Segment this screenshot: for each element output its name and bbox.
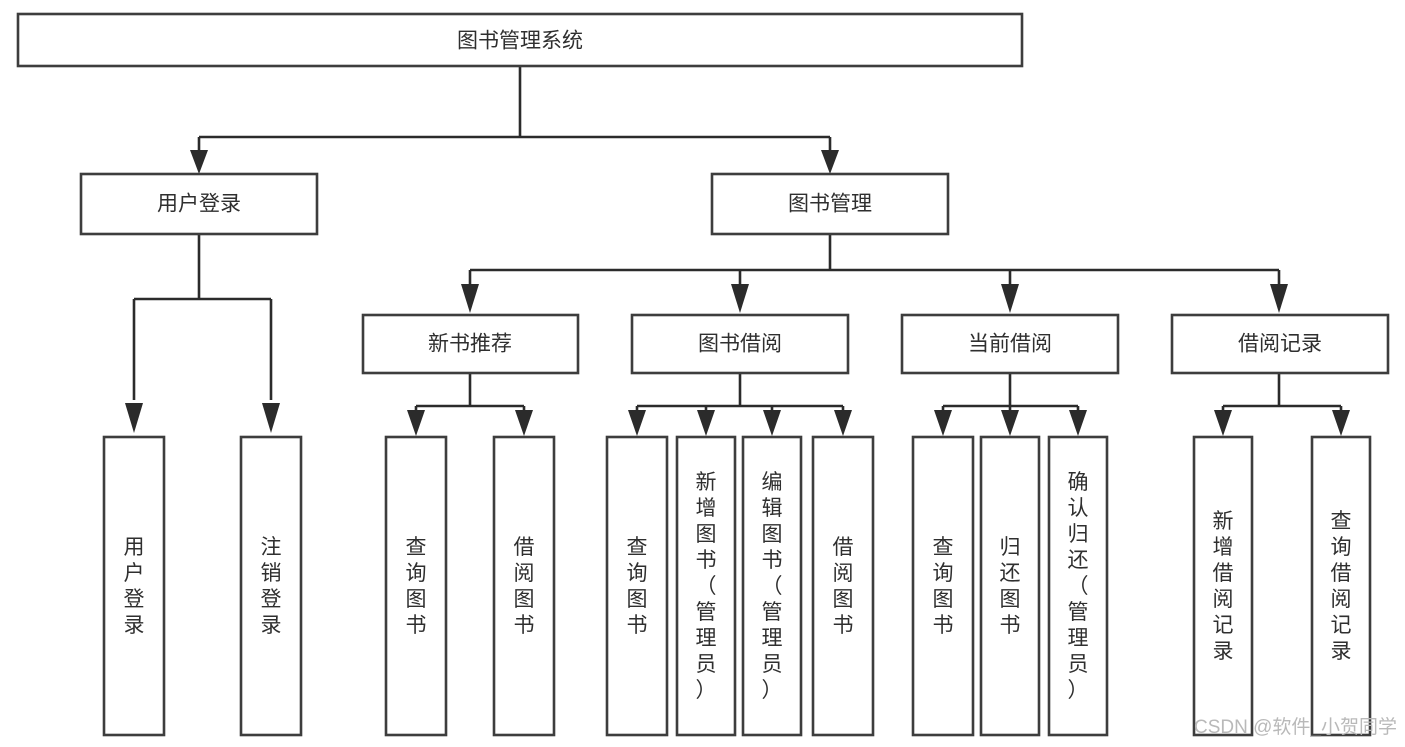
node-root-label: 图书管理系统 — [457, 30, 583, 53]
node-leaf-query-book-3-label: 查询图书 — [933, 536, 954, 637]
node-user-login[interactable]: 用户登录 — [79, 172, 319, 236]
arrow-head-leaf-user-logout — [262, 403, 280, 433]
arrow-head-new-book-recommend — [461, 284, 479, 313]
node-leaf-edit-book[interactable]: 编辑图书（管理员） — [741, 435, 803, 737]
node-leaf-confirm-return[interactable]: 确认归还（管理员） — [1047, 435, 1109, 737]
node-book-borrow[interactable]: 图书借阅 — [630, 313, 850, 375]
node-leaf-borrow-book-1[interactable]: 借阅图书 — [492, 435, 556, 737]
node-leaf-query-record[interactable]: 查询借阅记录 — [1310, 435, 1372, 737]
node-leaf-query-book-2-box[interactable] — [605, 435, 669, 737]
node-leaf-confirm-return-box[interactable] — [1047, 435, 1109, 737]
node-leaf-user-logout-box[interactable] — [239, 435, 303, 737]
arrow-head-leaf-user-login — [125, 403, 143, 433]
node-book-borrow-box[interactable] — [630, 313, 850, 375]
node-leaf-query-book-3-box[interactable] — [911, 435, 975, 737]
node-user-login-box[interactable] — [79, 172, 319, 236]
node-leaf-add-record[interactable]: 新增借阅记录 — [1192, 435, 1254, 737]
arrow-head-leaf-query-record — [1332, 410, 1350, 436]
node-current-borrow[interactable]: 当前借阅 — [900, 313, 1120, 375]
arrow-head-leaf-return-book — [1001, 410, 1019, 436]
node-new-book-recommend-label: 新书推荐 — [428, 333, 512, 356]
arrow-head-leaf-query-book-3 — [934, 410, 952, 436]
arrow-head-current-borrow — [1001, 284, 1019, 313]
node-leaf-return-book[interactable]: 归还图书 — [979, 435, 1041, 737]
node-leaf-query-book-3[interactable]: 查询图书 — [911, 435, 975, 737]
node-leaf-query-book-1-box[interactable] — [384, 435, 448, 737]
node-root-box[interactable] — [16, 12, 1024, 68]
watermark-label: CSDN @软件_小贺同学 — [1194, 716, 1397, 738]
node-leaf-borrow-book-1-label: 借阅图书 — [514, 536, 535, 637]
node-leaf-add-record-box[interactable] — [1192, 435, 1254, 737]
connector-layer — [125, 66, 1350, 436]
node-borrow-record-label: 借阅记录 — [1238, 333, 1322, 356]
arrow-head-leaf-edit-book — [763, 410, 781, 436]
arrow-head-user-login — [190, 150, 208, 174]
node-leaf-query-book-1[interactable]: 查询图书 — [384, 435, 448, 737]
node-root[interactable]: 图书管理系统 — [16, 12, 1024, 68]
node-leaf-add-book-box[interactable] — [675, 435, 737, 737]
node-current-borrow-label: 当前借阅 — [968, 333, 1052, 356]
arrow-head-book-manage — [821, 150, 839, 174]
node-new-book-recommend[interactable]: 新书推荐 — [361, 313, 580, 375]
arrow-head-borrow-record — [1270, 284, 1288, 313]
arrow-head-leaf-borrow-book-2 — [834, 410, 852, 436]
node-leaf-borrow-book-2[interactable]: 借阅图书 — [811, 435, 875, 737]
node-borrow-record[interactable]: 借阅记录 — [1170, 313, 1390, 375]
node-leaf-confirm-return-label: 确认归还（管理员） — [1068, 471, 1089, 702]
node-leaf-user-logout-label: 注销登录 — [261, 536, 282, 637]
arrow-head-leaf-add-record — [1214, 410, 1232, 436]
node-leaf-add-book-label: 新增图书（管理员） — [696, 471, 717, 702]
node-book-manage-box[interactable] — [710, 172, 950, 236]
node-new-book-recommend-box[interactable] — [361, 313, 580, 375]
node-book-manage-label: 图书管理 — [788, 193, 872, 216]
node-leaf-query-record-box[interactable] — [1310, 435, 1372, 737]
node-leaf-query-book-1-label: 查询图书 — [406, 536, 427, 637]
node-book-borrow-label: 图书借阅 — [698, 333, 782, 356]
node-leaf-query-record-label: 查询借阅记录 — [1331, 510, 1352, 663]
node-borrow-record-box[interactable] — [1170, 313, 1390, 375]
arrow-head-leaf-add-book — [697, 410, 715, 436]
arrow-head-leaf-query-book-2 — [628, 410, 646, 436]
node-leaf-borrow-book-2-label: 借阅图书 — [833, 536, 854, 637]
node-leaf-query-book-2-label: 查询图书 — [627, 536, 648, 637]
node-leaf-user-login[interactable]: 用户登录 — [102, 435, 166, 737]
node-layer: 图书管理系统 用户登录 图书管理 新书推荐 图书借阅 — [16, 12, 1390, 737]
node-leaf-user-login-label: 用户登录 — [124, 536, 145, 637]
node-leaf-user-logout[interactable]: 注销登录 — [239, 435, 303, 737]
node-current-borrow-box[interactable] — [900, 313, 1120, 375]
arrow-head-leaf-query-book-1 — [407, 410, 425, 436]
node-user-login-label: 用户登录 — [157, 193, 241, 216]
node-leaf-edit-book-label: 编辑图书（管理员） — [762, 471, 783, 702]
node-leaf-add-book[interactable]: 新增图书（管理员） — [675, 435, 737, 737]
arrow-head-book-borrow — [731, 284, 749, 313]
arrow-head-leaf-borrow-book-1 — [515, 410, 533, 436]
node-leaf-edit-book-box[interactable] — [741, 435, 803, 737]
node-book-manage[interactable]: 图书管理 — [710, 172, 950, 236]
node-leaf-user-login-box[interactable] — [102, 435, 166, 737]
node-leaf-borrow-book-1-box[interactable] — [492, 435, 556, 737]
node-leaf-borrow-book-2-box[interactable] — [811, 435, 875, 737]
node-leaf-return-book-box[interactable] — [979, 435, 1041, 737]
node-leaf-return-book-label: 归还图书 — [1000, 536, 1021, 637]
node-leaf-query-book-2[interactable]: 查询图书 — [605, 435, 669, 737]
node-leaf-add-record-label: 新增借阅记录 — [1213, 510, 1234, 663]
arrow-head-leaf-confirm-return — [1069, 410, 1087, 436]
